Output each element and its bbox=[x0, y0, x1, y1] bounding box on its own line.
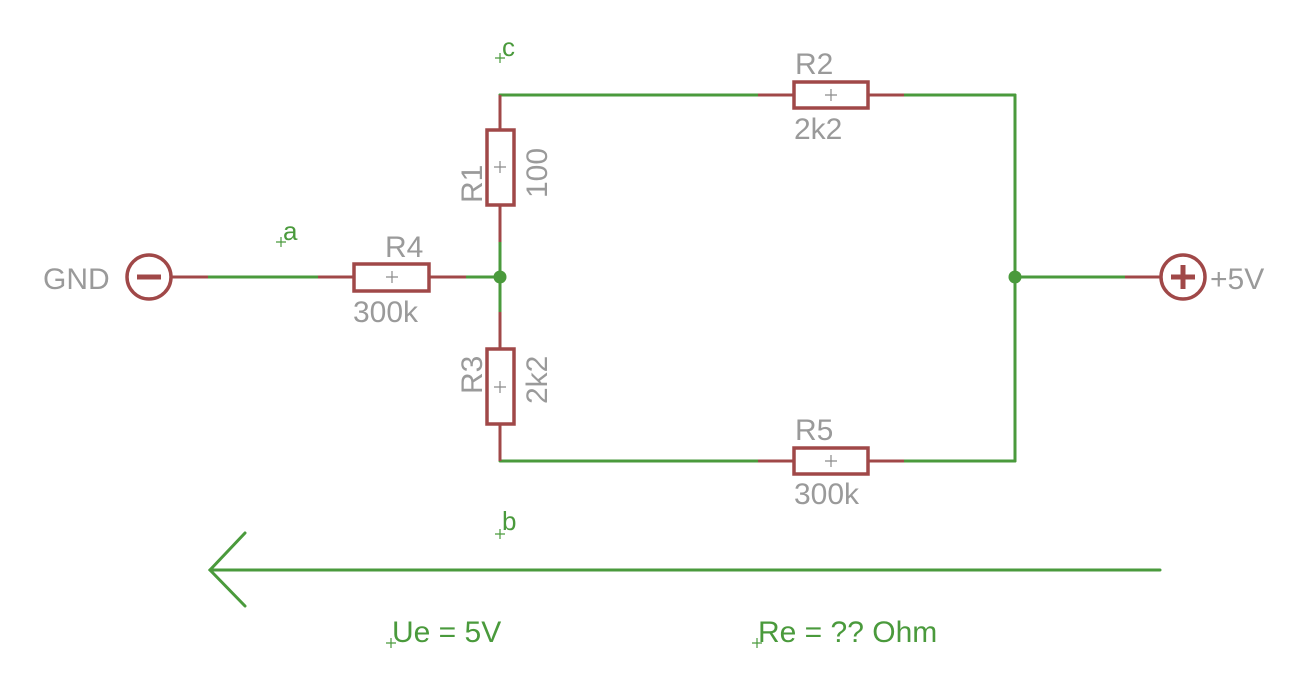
resistor-r2-body bbox=[792, 80, 870, 110]
resistor-r3-body bbox=[485, 347, 516, 426]
minus-supply-icon bbox=[125, 253, 173, 301]
resistor-r1-body bbox=[485, 128, 516, 207]
resistor-r3-origin-mark bbox=[494, 381, 506, 393]
node-label-a: a bbox=[276, 216, 298, 247]
resistor-r2-name: R2 bbox=[795, 48, 833, 81]
resistor-r3-name: R3 bbox=[456, 356, 489, 394]
resistor-r4-name: R4 bbox=[385, 231, 423, 264]
resistor-r1: R1 100 bbox=[456, 95, 554, 242]
annotation-voltage-text: Ue = 5V bbox=[392, 616, 501, 649]
supply-gnd: GND bbox=[43, 253, 208, 301]
resistor-r2-value: 2k2 bbox=[794, 113, 842, 146]
resistor-r4-body bbox=[352, 262, 431, 293]
supply-plus-5v: +5V bbox=[1125, 253, 1264, 301]
resistor-r5-body bbox=[792, 446, 870, 476]
resistor-r5: R5 300k bbox=[758, 414, 904, 511]
svg-text:c: c bbox=[502, 32, 515, 62]
annotation-voltage: Ue = 5V bbox=[386, 616, 501, 649]
plus-supply-icon bbox=[1159, 253, 1207, 301]
resistor-r3-value: 2k2 bbox=[521, 356, 554, 404]
direction-arrow bbox=[207, 531, 1162, 608]
svg-text:b: b bbox=[502, 506, 516, 536]
junction-left bbox=[493, 270, 507, 284]
resistor-r2-origin-mark bbox=[825, 89, 837, 101]
resistor-r5-origin-mark bbox=[825, 455, 837, 467]
resistor-r4: R4 300k bbox=[318, 231, 466, 329]
resistor-r4-origin-mark bbox=[386, 271, 398, 283]
svg-text:a: a bbox=[283, 216, 298, 246]
wires bbox=[206, 93, 1127, 463]
arrow-head-icon bbox=[207, 531, 247, 608]
annotation-resistance: Re = ?? Ohm bbox=[752, 616, 937, 649]
supply-plus-label: +5V bbox=[1210, 263, 1264, 296]
resistor-r3: R3 2k2 bbox=[456, 312, 554, 461]
resistor-r1-value: 100 bbox=[521, 148, 554, 198]
resistor-r4-value: 300k bbox=[353, 296, 419, 329]
supply-gnd-label: GND bbox=[43, 263, 110, 296]
resistor-r1-origin-mark bbox=[494, 161, 506, 173]
node-label-b: b bbox=[495, 506, 516, 539]
node-label-c: c bbox=[495, 32, 515, 63]
resistor-r5-name: R5 bbox=[795, 414, 833, 447]
resistor-r1-name: R1 bbox=[456, 165, 489, 203]
junction-right bbox=[1008, 270, 1022, 284]
resistor-r5-value: 300k bbox=[794, 478, 860, 511]
annotation-resistance-text: Re = ?? Ohm bbox=[758, 616, 937, 649]
resistor-r2: R2 2k2 bbox=[758, 48, 904, 146]
